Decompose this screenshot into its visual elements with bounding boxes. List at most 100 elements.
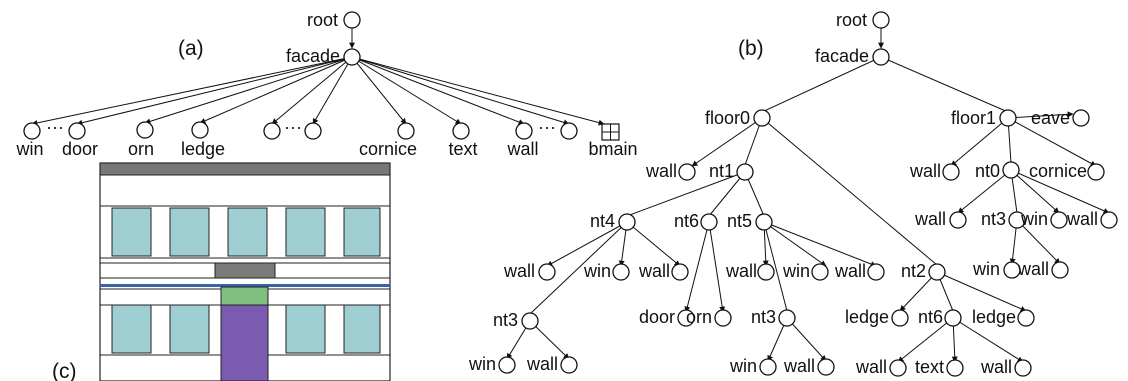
- label-floor1-wall: wall: [909, 161, 941, 181]
- ellipsis-a-1: ···: [46, 117, 64, 137]
- label-ledge-a: ledge: [181, 139, 225, 159]
- label-nt4-wall2: wall: [638, 261, 670, 281]
- node-nt5-wall: [757, 263, 775, 281]
- label-cornice-b: cornice: [1029, 161, 1087, 181]
- node-ledge-a: [191, 121, 209, 139]
- label-nt5-win: win: [782, 261, 810, 281]
- grid-icon: [601, 123, 620, 141]
- window: [169, 207, 210, 257]
- node-nt0-win: [1050, 211, 1068, 229]
- node-cornice-a: [397, 122, 415, 140]
- label-door-a: door: [62, 139, 98, 159]
- node-nt4: [618, 213, 636, 231]
- node-door-a: [68, 122, 86, 140]
- node-floor1: [999, 109, 1017, 127]
- label-cornice-a: cornice: [359, 139, 417, 159]
- node-nt3-c: [1008, 211, 1026, 229]
- window: [111, 304, 152, 354]
- label-ledge-2: ledge: [972, 307, 1016, 327]
- label-nt4-win: win: [583, 261, 611, 281]
- cornice-bar: [99, 162, 391, 176]
- node-unnamed-a-3: [560, 122, 578, 140]
- node-door: [677, 309, 695, 327]
- label-nt3-a: nt3: [493, 310, 518, 330]
- node-ledge-1: [891, 309, 909, 327]
- node-nt3b-wall: [817, 358, 835, 376]
- node-ledge-2: [1017, 309, 1035, 327]
- node-nt4-win: [612, 263, 630, 281]
- label-floor0: floor0: [705, 108, 750, 128]
- label-nt4-wall: wall: [503, 261, 535, 281]
- node-nt6-a: [700, 213, 718, 231]
- caption-a: (a): [178, 37, 204, 60]
- node-text-a: [452, 122, 470, 140]
- door-top: [220, 286, 269, 306]
- node-nt5-win: [811, 263, 829, 281]
- node-nt3-b: [778, 309, 796, 327]
- node-cornice-b: [1087, 163, 1105, 181]
- label-root-a: root: [307, 10, 338, 30]
- label-nt0-win: win: [1020, 209, 1048, 229]
- node-nt3b-win: [759, 358, 777, 376]
- label-ledge-1: ledge: [845, 307, 889, 327]
- label-nt3b-win: win: [729, 356, 757, 376]
- node-nt6b-wall: [889, 359, 907, 377]
- label-nt6-b: nt6: [918, 307, 943, 327]
- label-orn: orn: [686, 307, 712, 327]
- window: [285, 304, 326, 354]
- door: [220, 304, 269, 381]
- node-nt5-wall2: [867, 263, 885, 281]
- ledge-block: [214, 262, 276, 279]
- label-nt5-wall: wall: [725, 261, 757, 281]
- label-root-b: root: [836, 10, 867, 30]
- label-facade-b: facade: [815, 46, 869, 66]
- label-eave: eave: [1031, 108, 1070, 128]
- label-wall-a: wall: [506, 139, 538, 159]
- window: [343, 207, 381, 257]
- facade-illustration: (c): [52, 162, 391, 381]
- label-floor0-wall: wall: [645, 161, 677, 181]
- label-orn-a: orn: [128, 139, 154, 159]
- label-nt6b-text: text: [915, 357, 944, 377]
- node-floor0: [753, 109, 771, 127]
- node-nt4-wall: [538, 263, 556, 281]
- label-nt6b-wall2: wall: [980, 357, 1012, 377]
- node-facade-a: [343, 48, 361, 66]
- window: [227, 207, 268, 257]
- node-unnamed-a-2: [304, 122, 322, 140]
- label-nt1: nt1: [709, 161, 734, 181]
- node-wall-a: [515, 122, 533, 140]
- tree-a: (a) root facade ··· ··· ···: [15, 10, 637, 159]
- node-root-a: [343, 11, 361, 29]
- blue-line: [100, 284, 390, 287]
- label-nt3-b: nt3: [751, 307, 776, 327]
- window: [111, 207, 152, 257]
- label-text-a: text: [448, 139, 477, 159]
- label-nt3-c: nt3: [981, 209, 1006, 229]
- node-nt3c-win: [1003, 261, 1021, 279]
- node-win-a: [23, 122, 41, 140]
- label-nt6b-wall: wall: [855, 357, 887, 377]
- node-nt3a-wall: [560, 356, 578, 374]
- label-nt3a-win: win: [468, 354, 496, 374]
- node-nt0: [1002, 161, 1020, 179]
- label-nt6-a: nt6: [674, 211, 699, 231]
- node-nt3-a: [521, 312, 539, 330]
- node-orn-a: [136, 121, 154, 139]
- ellipsis-a-3: ···: [538, 117, 556, 137]
- node-nt0-wall: [949, 211, 967, 229]
- node-nt0-wall2: [1100, 211, 1118, 229]
- caption-c: (c): [52, 360, 77, 381]
- node-nt6b-text: [946, 359, 964, 377]
- label-nt3b-wall: wall: [783, 356, 815, 376]
- label-nt0-wall: wall: [914, 209, 946, 229]
- node-nt5: [755, 213, 773, 231]
- node-nt4-wall2: [671, 263, 689, 281]
- label-nt5: nt5: [727, 211, 752, 231]
- label-door: door: [639, 307, 675, 327]
- label-nt3a-wall: wall: [526, 354, 558, 374]
- ellipsis-a-2: ···: [284, 117, 302, 137]
- label-floor1: floor1: [951, 108, 996, 128]
- node-floor1-wall: [942, 163, 960, 181]
